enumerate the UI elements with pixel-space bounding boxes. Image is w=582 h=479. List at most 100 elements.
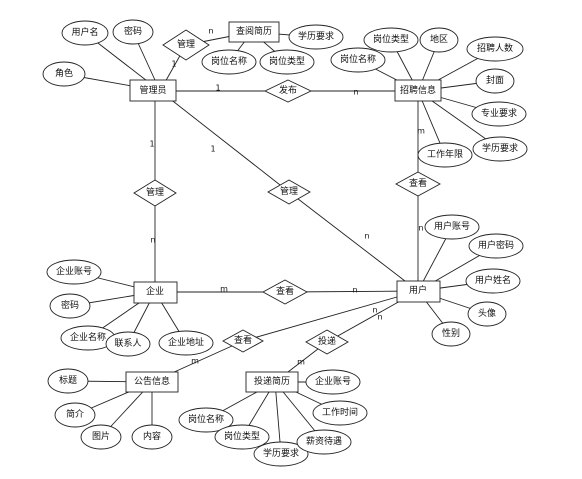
entity-label: 投递简历 (254, 375, 290, 387)
relationship-label: 查看 (276, 285, 294, 297)
entity-company[interactable]: 企业 (133, 281, 178, 304)
svg-text:地区: 地区 (430, 33, 448, 45)
entity-admin[interactable]: 管理员 (129, 79, 177, 102)
cardinality-label: m (417, 127, 425, 136)
relationship-label: 投递 (318, 335, 336, 347)
svg-text:用户姓名: 用户姓名 (475, 274, 511, 286)
relationship-publish[interactable]: 发布 (263, 79, 313, 103)
svg-text:性别: 性别 (442, 327, 460, 339)
cardinality-label: 1 (171, 60, 176, 69)
attribute-qr-education: 学历要求 (288, 24, 344, 50)
svg-text:用户密码: 用户密码 (478, 239, 514, 251)
attribute-company-account: 企业账号 (46, 259, 102, 285)
attribute-sr-position-type: 岗位类型 (214, 424, 270, 450)
attribute-job-major: 专业要求 (471, 101, 527, 127)
svg-text:联系人: 联系人 (114, 338, 141, 349)
attribute-job-headcount: 招聘人数 (466, 36, 524, 62)
svg-text:企业地址: 企业地址 (168, 336, 204, 348)
relationship-view-user[interactable]: 查看 (262, 279, 308, 305)
attribute-job-years: 工作年限 (417, 142, 473, 168)
svg-text:企业账号: 企业账号 (56, 265, 92, 277)
svg-text:岗位类型: 岗位类型 (224, 430, 260, 442)
svg-text:角色: 角色 (55, 67, 73, 79)
svg-text:工作年限: 工作年限 (427, 148, 463, 160)
relationship-deliver[interactable]: 投递 (305, 329, 349, 355)
svg-text:企业名称: 企业名称 (70, 331, 106, 343)
svg-text:岗位类型: 岗位类型 (269, 55, 305, 67)
entity-label: 用户 (409, 284, 427, 296)
relationship-view-job[interactable]: 查看 (395, 171, 441, 197)
cardinality-label: m (297, 358, 305, 367)
svg-text:图片: 图片 (92, 430, 110, 442)
attribute-job-position-name: 岗位名称 (330, 47, 386, 73)
attribute-admin-password: 密码 (112, 19, 154, 45)
relationship-label: 管理 (280, 185, 298, 197)
relationship-manage-company[interactable]: 管理 (133, 179, 177, 207)
svg-text:学历要求: 学历要求 (482, 142, 518, 154)
svg-text:封面: 封面 (486, 74, 504, 86)
svg-text:岗位名称: 岗位名称 (340, 53, 376, 65)
relationship-label: 管理 (146, 186, 164, 198)
entity-submit-resume[interactable]: 投递简历 (245, 371, 299, 393)
entity-user[interactable]: 用户 (396, 280, 441, 303)
relationship-label: 查看 (409, 177, 427, 189)
relationship-view-notice[interactable]: 查看 (222, 329, 264, 353)
cardinality-label: n (418, 224, 423, 233)
attribute-job-cover: 封面 (475, 68, 515, 94)
cardinality-label: n (208, 27, 213, 36)
cardinality-label: n (150, 236, 155, 245)
svg-text:密码: 密码 (124, 25, 142, 37)
attribute-job-education: 学历要求 (472, 136, 528, 162)
attribute-user-gender: 性别 (431, 321, 471, 347)
attribute-sr-position-name: 岗位名称 (178, 407, 234, 433)
attribute-admin-username: 用户名 (61, 20, 109, 46)
attribute-qr-position-name: 岗位名称 (201, 49, 257, 75)
entity-label: 管理员 (139, 84, 166, 96)
relationship-label: 管理 (177, 38, 195, 50)
attribute-company-address: 企业地址 (158, 330, 214, 356)
relationship-manage-user[interactable]: 管理 (267, 179, 311, 205)
attribute-notice-title: 标题 (47, 368, 89, 394)
attribute-sr-work-time: 工作时间 (312, 400, 368, 426)
cardinality-label: m (220, 285, 228, 294)
attribute-user-avatar: 头像 (467, 301, 507, 327)
attribute-user-name: 用户姓名 (465, 268, 521, 294)
cardinality-labels: 1 n 1 n 1 n 1 n m n m n n m n m (149, 27, 425, 367)
cardinality-label: 1 (210, 145, 215, 154)
entity-label: 公告信息 (134, 375, 170, 387)
attribute-sr-company-account: 企业账号 (305, 369, 361, 395)
cardinality-label: m (191, 357, 199, 366)
attribute-user-password: 用户密码 (468, 233, 524, 259)
svg-text:薪资待遇: 薪资待遇 (306, 435, 342, 447)
attribute-job-position-type: 岗位类型 (363, 27, 419, 53)
attribute-company-password: 密码 (49, 293, 91, 319)
entity-label: 招聘信息 (400, 84, 436, 96)
entity-notice[interactable]: 公告信息 (125, 371, 179, 393)
svg-text:用户名: 用户名 (71, 26, 98, 38)
cardinality-label: 1 (149, 140, 154, 149)
relationship-label: 发布 (279, 84, 297, 96)
attribute-job-region: 地区 (419, 27, 459, 53)
svg-text:密码: 密码 (61, 299, 79, 311)
svg-text:岗位名称: 岗位名称 (188, 413, 224, 425)
attribute-qr-position-type: 岗位类型 (259, 49, 315, 75)
attribute-company-contact: 联系人 (105, 331, 151, 357)
svg-text:学历要求: 学历要求 (298, 30, 334, 42)
connector-line (242, 290, 419, 342)
svg-text:专业要求: 专业要求 (481, 107, 517, 119)
entity-job-info[interactable]: 招聘信息 (394, 79, 442, 102)
connector-line (159, 90, 290, 193)
cardinality-label: n (353, 88, 358, 97)
cardinality-label: n (377, 313, 382, 322)
svg-text:企业账号: 企业账号 (315, 375, 351, 387)
svg-text:用户账号: 用户账号 (434, 220, 470, 232)
cardinality-label: n (364, 232, 369, 241)
attribute-notice-image: 图片 (80, 424, 122, 450)
relationship-manage-query[interactable]: 管理 (162, 29, 210, 61)
entity-query-resume[interactable]: 查阅简历 (228, 21, 280, 43)
connector-line (288, 191, 419, 292)
attribute-admin-role: 角色 (42, 61, 86, 87)
svg-text:招聘人数: 招聘人数 (477, 42, 513, 54)
relationship-label: 查看 (234, 334, 252, 346)
